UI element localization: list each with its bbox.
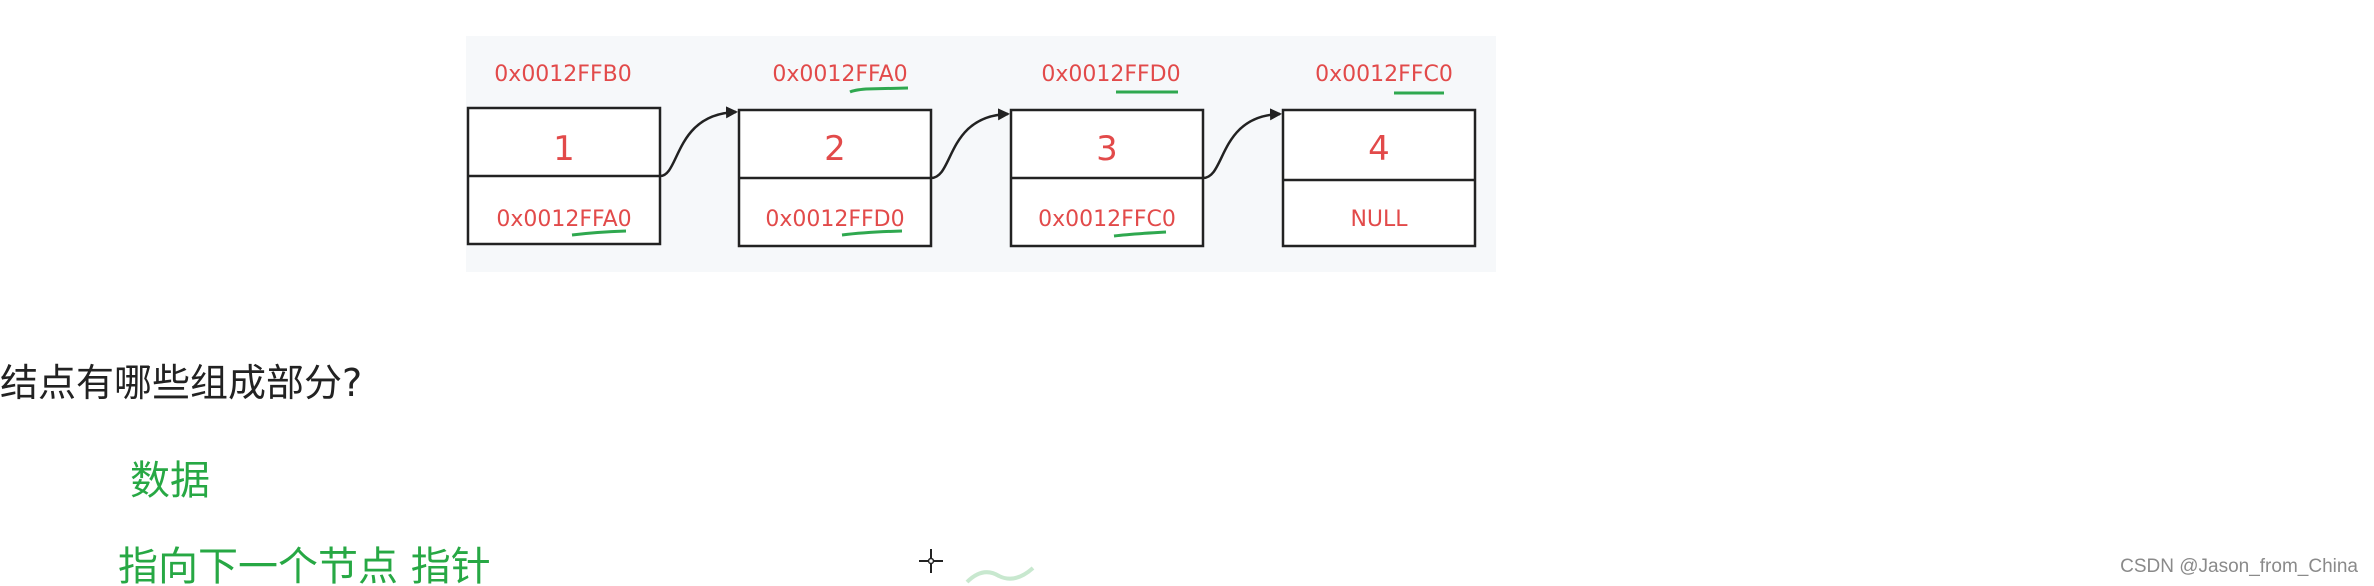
node-data-value: 2 bbox=[824, 129, 846, 169]
list-node-4: 0x0012FFC0 4 NULL bbox=[1281, 62, 1477, 248]
next-underline bbox=[1113, 230, 1167, 238]
next-arrow-1 bbox=[659, 106, 738, 178]
next-arrow-2 bbox=[930, 108, 1010, 180]
node-next-pointer: 0x0012FFA0 bbox=[496, 207, 631, 232]
crosshair-cursor-icon bbox=[919, 549, 943, 573]
linked-list-diagram: 0x0012FFB0 1 0x0012FFA0 0x0012FFA0 2 0x0… bbox=[466, 36, 1496, 272]
node-address: 0x0012FFA0 bbox=[772, 62, 907, 87]
node-box bbox=[1281, 108, 1477, 248]
node-data-value: 1 bbox=[553, 129, 575, 169]
linked-list-svg: 0x0012FFB0 1 0x0012FFA0 0x0012FFA0 2 0x0… bbox=[466, 62, 1477, 248]
node-data-value: 3 bbox=[1096, 129, 1118, 169]
node-data-value: 4 bbox=[1368, 129, 1390, 169]
node-next-null: NULL bbox=[1350, 207, 1408, 232]
answer-pointer: 指向下一个节点 指针 bbox=[118, 544, 491, 586]
node-address: 0x0012FFD0 bbox=[1041, 62, 1180, 87]
watermark: CSDN @Jason_from_China bbox=[2120, 556, 2358, 577]
node-address: 0x0012FFC0 bbox=[1315, 62, 1453, 87]
node-address: 0x0012FFB0 bbox=[494, 62, 631, 87]
node-next-pointer: 0x0012FFC0 bbox=[1038, 207, 1176, 232]
node-next-pointer: 0x0012FFD0 bbox=[765, 207, 904, 232]
address-underline bbox=[849, 86, 909, 94]
faint-pen-stroke bbox=[965, 566, 1035, 584]
next-underline bbox=[841, 229, 903, 237]
answer-data: 数据 bbox=[130, 458, 210, 504]
next-arrow-3 bbox=[1202, 108, 1282, 180]
list-node-3: 0x0012FFD0 3 0x0012FFC0 bbox=[1009, 62, 1205, 248]
list-node-2: 0x0012FFA0 2 0x0012FFD0 bbox=[737, 62, 933, 248]
question-text: 结点有哪些组成部分? bbox=[0, 361, 363, 405]
next-underline bbox=[571, 229, 627, 237]
list-node-1: 0x0012FFB0 1 0x0012FFA0 bbox=[466, 62, 662, 246]
